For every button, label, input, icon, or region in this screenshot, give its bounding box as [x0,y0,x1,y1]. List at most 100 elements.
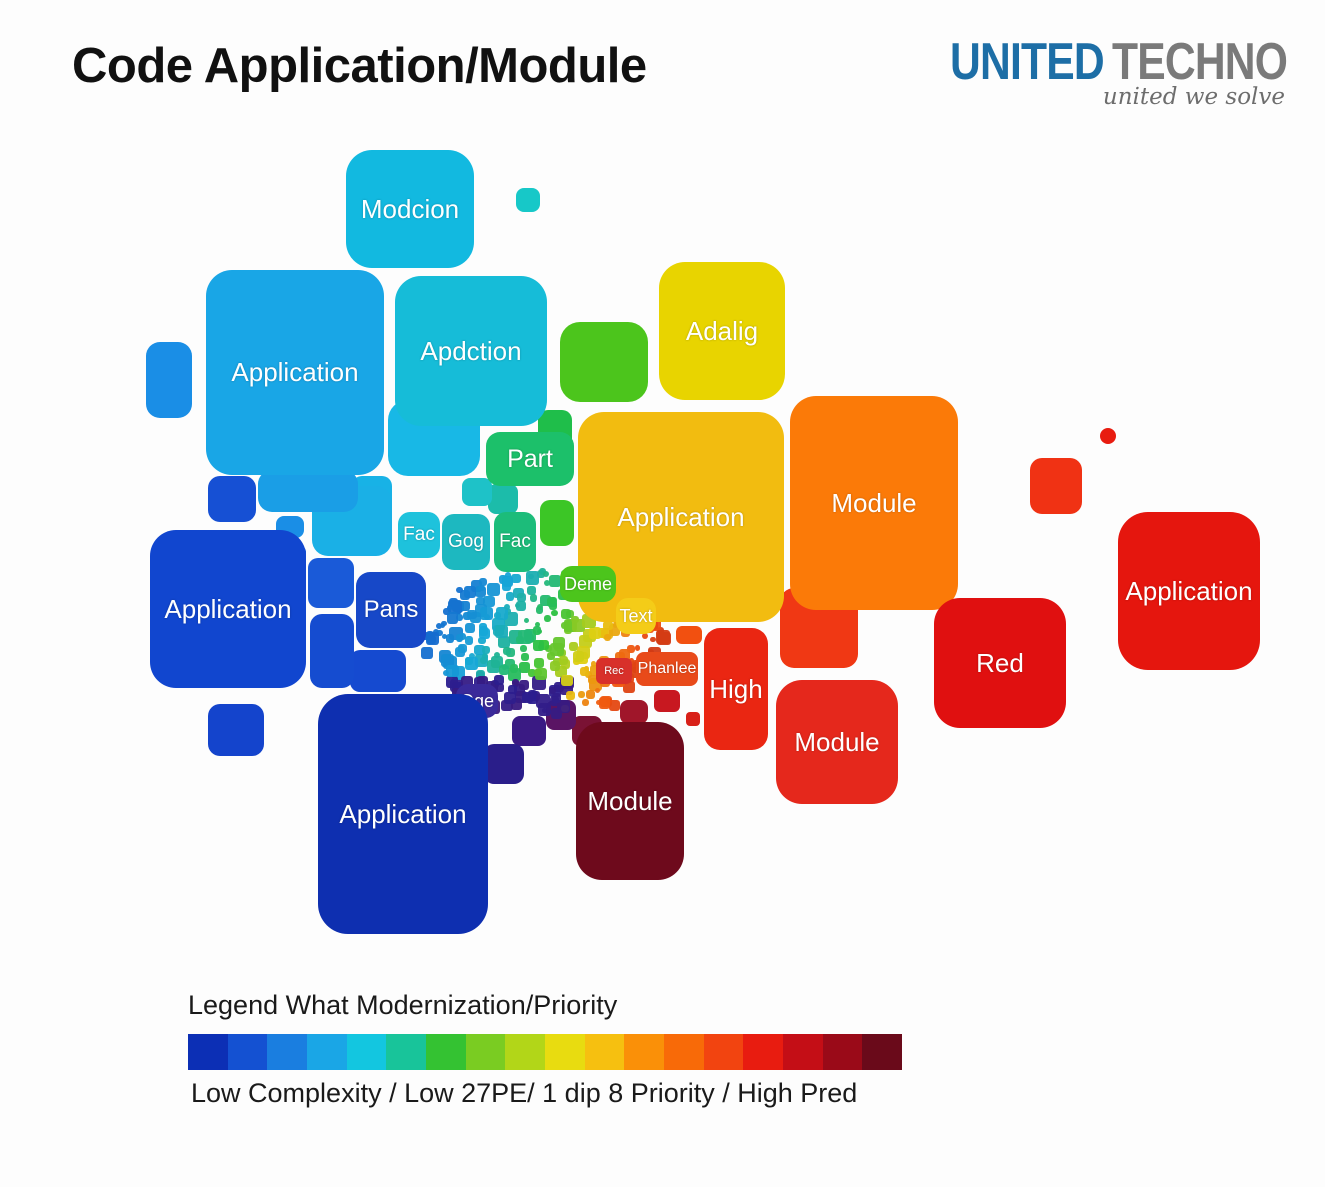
cluster-dot [518,630,532,644]
filler-block [540,500,574,546]
cluster-dot [455,614,463,622]
cluster-dot [440,622,446,628]
cluster-dot [465,622,476,633]
cluster-dot [483,595,496,608]
cluster-dot [421,646,434,659]
cluster-dot [479,628,491,640]
tile-high[interactable]: High [704,628,768,750]
cluster-dot [526,585,537,596]
tile-application-lightblue[interactable]: Application [206,270,384,475]
cluster-dot [441,654,454,667]
tile-module-red[interactable]: Module [776,680,898,804]
cluster-dot [520,644,528,652]
filler-block [308,558,354,608]
tile-deme[interactable]: Deme [560,566,616,602]
cluster-dot [476,675,488,687]
tile-fac-2[interactable]: Fac [494,512,536,572]
cluster-dot [482,646,491,655]
cluster-dot [585,690,595,699]
cluster-dot [511,573,521,584]
cluster-dot [461,675,473,688]
cluster-dot [478,584,485,592]
cluster-dot [494,682,505,692]
cluster-dot [468,653,475,660]
cluster-dot [501,581,512,592]
tile-part[interactable]: Part [486,432,574,486]
cluster-dot [465,657,473,665]
cluster-dot [548,574,561,587]
legend-swatch [862,1034,903,1070]
cluster-dot [499,665,510,676]
filler-block [484,744,524,784]
cluster-dot [507,684,518,695]
cluster-dot [505,658,516,669]
filler-block [310,614,354,688]
filler-block [350,650,406,692]
cluster-dot [557,700,570,713]
logo-word-techno: TECHNO [1111,33,1288,91]
cluster-dot [505,592,515,601]
cluster-dot [554,682,565,693]
cluster-dot [543,579,551,587]
cluster-dot [506,647,516,657]
cluster-dot [550,597,557,604]
cluster-dot [532,626,541,635]
module-treemap: Modcion Application Apdction Adalig Part… [146,150,1260,934]
filler-block [620,700,648,724]
cluster-dot [582,699,590,707]
cluster-dot [448,600,463,615]
cluster-dot [634,645,641,651]
cluster-dot [568,641,579,652]
tile-phanlee[interactable]: Phanlee [636,652,698,686]
tile-apdction[interactable]: Apdction [395,276,547,426]
cluster-dot [534,622,540,628]
cluster-dot [487,582,500,596]
legend-swatch [545,1034,585,1070]
tile-application-navy[interactable]: Application [318,694,488,934]
tile-module-orange[interactable]: Module [790,396,958,610]
cluster-dot [476,596,485,606]
cluster-dot [426,632,439,645]
tile-gog[interactable]: Gog [442,514,490,570]
cluster-dot [561,674,573,687]
cluster-dot [515,691,527,703]
legend-swatch [465,1034,506,1070]
cluster-dot [555,665,567,678]
legend-swatch [188,1034,228,1070]
cluster-dot [525,571,540,586]
cluster-dot [445,634,455,644]
filler-block [560,322,648,402]
cluster-dot [537,569,546,578]
cluster-dot [650,637,656,643]
tile-application-blue[interactable]: Application [150,530,306,688]
tile-fac-1[interactable]: Fac [398,512,440,558]
cluster-dot [517,593,526,602]
cluster-dot [513,683,526,696]
cluster-dot [446,605,453,611]
cluster-dot [464,636,474,646]
tile-application-red[interactable]: Application [1118,512,1260,670]
cluster-dot [501,699,513,711]
tile-module-maroon[interactable]: Module [576,722,684,880]
cluster-dot [509,664,519,674]
cluster-dot [479,606,494,621]
filler-block [258,470,358,512]
cluster-dot [494,675,505,686]
legend-title: Legend What Modernization/Priority [188,990,618,1020]
tile-red[interactable]: Red [934,598,1066,728]
tile-rec[interactable]: Rec [596,658,632,684]
tile-adalig[interactable]: Adalig [659,262,785,400]
legend-swatch [505,1034,546,1070]
tile-modcion[interactable]: Modcion [346,150,474,268]
filler-block [1100,428,1116,444]
cluster-dot [589,664,601,676]
tile-pans[interactable]: Pans [356,572,426,648]
legend-swatch [267,1034,308,1070]
legend-swatch [307,1034,347,1070]
tile-text[interactable]: Text [616,598,656,634]
filler-block [146,342,192,418]
cluster-dot [436,629,443,637]
cluster-dot [536,694,551,709]
cluster-dot [622,681,636,694]
